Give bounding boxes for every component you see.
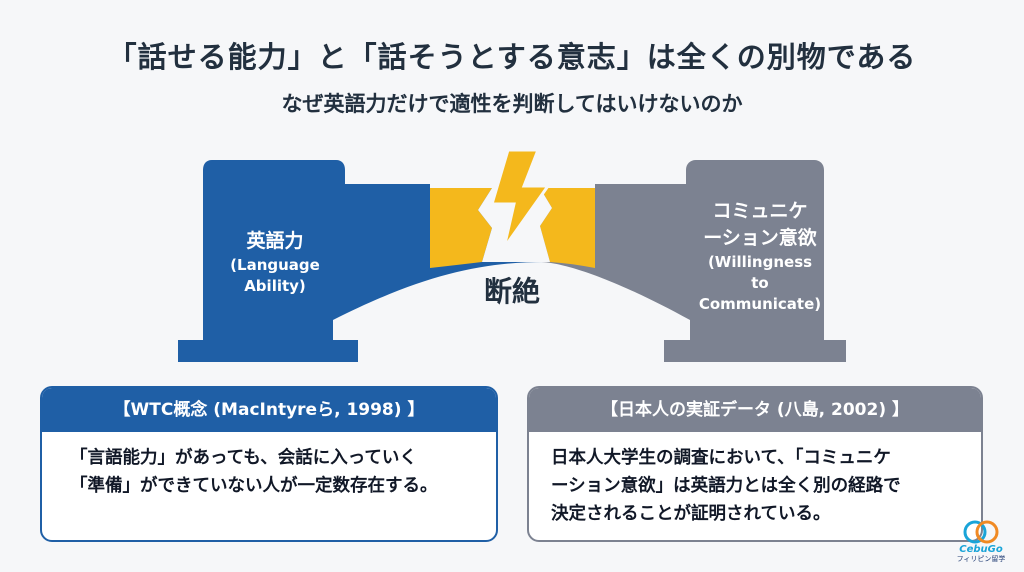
right-deck-yellow [540, 188, 595, 268]
lightning-bolt-icon [489, 148, 551, 249]
left-deck-yellow [430, 188, 492, 268]
left-pillar-name: 英語力 [246, 230, 304, 252]
page-subtitle: なぜ英語力だけで適性を判断してはいけないのか [281, 92, 743, 116]
right-pillar-sub-1: (Willingness [707, 253, 813, 271]
japan-data-line-2: ーション意欲」は英語力とは全く別の経路で [551, 476, 901, 496]
logo-tagline: フィリピン留学 [956, 555, 1006, 563]
wtc-concept-heading: 【WTC概念 (MacIntyreら, 1998) 】 [42, 388, 496, 432]
wtc-concept-line-2: 「準備」ができていない人が一定数存在する。 [70, 476, 438, 496]
japan-data-line-3: 決定されることが証明されている。 [551, 504, 831, 524]
left-pillar-label: 英語力 (Language Ability) [205, 228, 345, 297]
right-bridge-pillar [540, 160, 846, 362]
right-pillar-label: コミュニケ ーション意欲 (Willingness to Communicate… [682, 198, 838, 315]
japan-data-line-1: 日本人大学生の調査において、「コミュニケ [551, 448, 891, 468]
bridge-diagram [178, 148, 846, 362]
right-pillar-name-2: ーション意欲 [703, 227, 817, 249]
left-pillar-sub-2: Ability) [244, 277, 306, 295]
right-pillar-name-1: コミュニケ [712, 200, 808, 222]
logo-name: CebuGo [959, 544, 1003, 555]
wtc-concept-line-1: 「言語能力」があっても、会話に入っていく [70, 448, 417, 468]
cebugo-logo: CebuGo フィリピン留学 [946, 520, 1016, 568]
right-pillar-sub-3: Communicate) [698, 295, 822, 313]
cebugo-logo-mark-icon [963, 520, 999, 544]
left-pillar-sub-1: (Language [230, 256, 320, 274]
break-label: 断絶 [483, 275, 540, 308]
japan-data-heading: 【日本人の実証データ (八島, 2002) 】 [529, 388, 981, 432]
wtc-concept-body: 「言語能力」があっても、会話に入っていく 「準備」ができていない人が一定数存在す… [42, 432, 496, 500]
japan-data-body: 日本人大学生の調査において、「コミュニケ ーション意欲」は英語力とは全く別の経路… [529, 432, 981, 528]
wtc-concept-card: 【WTC概念 (MacIntyreら, 1998) 】 「言語能力」があっても、… [40, 386, 498, 542]
right-pillar-sub-2: to [751, 274, 769, 292]
page-title: 「話せる能力」と「話そうとする意志」は全くの別物である [107, 40, 917, 74]
japan-data-card: 【日本人の実証データ (八島, 2002) 】 日本人大学生の調査において、「コ… [527, 386, 983, 542]
